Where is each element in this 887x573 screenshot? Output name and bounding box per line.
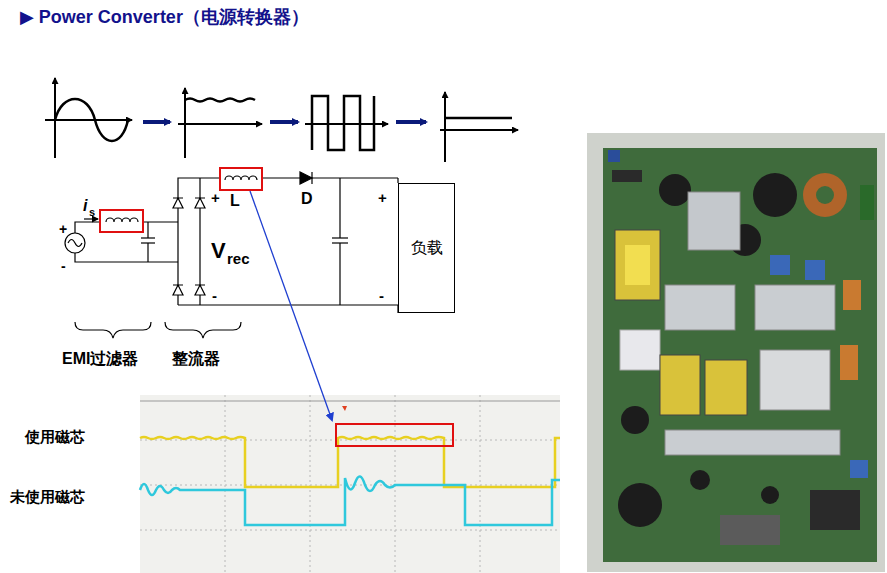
oscilloscope-capture	[140, 395, 560, 573]
circuit	[65, 172, 398, 313]
waveform-icons	[45, 78, 518, 162]
voltage-subscript: rec	[227, 250, 250, 267]
current-subscript: s	[89, 206, 95, 219]
trace-label: 使用磁芯	[25, 428, 85, 445]
polarity-sign: +	[378, 189, 387, 206]
current-label: i	[83, 197, 87, 215]
block-label: EMI过滤器	[62, 350, 138, 368]
inductor-label: L	[230, 192, 240, 210]
polarity-sign: -	[212, 287, 217, 304]
diode-label: D	[301, 190, 313, 208]
load-box: 负载	[398, 183, 455, 313]
flow-arrows	[143, 120, 426, 124]
trace-label: 未使用磁芯	[10, 488, 85, 505]
voltage-label: V	[211, 238, 226, 263]
page-title: ▶ Power Converter（电源转换器）	[20, 7, 309, 28]
leader-arrow	[250, 191, 332, 420]
highlight-boxes	[100, 168, 262, 232]
polarity-sign: +	[211, 189, 220, 206]
polarity-sign: -	[61, 258, 66, 274]
block-label: 整流器	[172, 350, 220, 368]
node-text: 负载	[411, 238, 443, 259]
polarity-sign: +	[59, 221, 67, 237]
braces	[75, 322, 241, 338]
pcb-photo	[587, 133, 885, 572]
polarity-sign: -	[379, 287, 384, 304]
